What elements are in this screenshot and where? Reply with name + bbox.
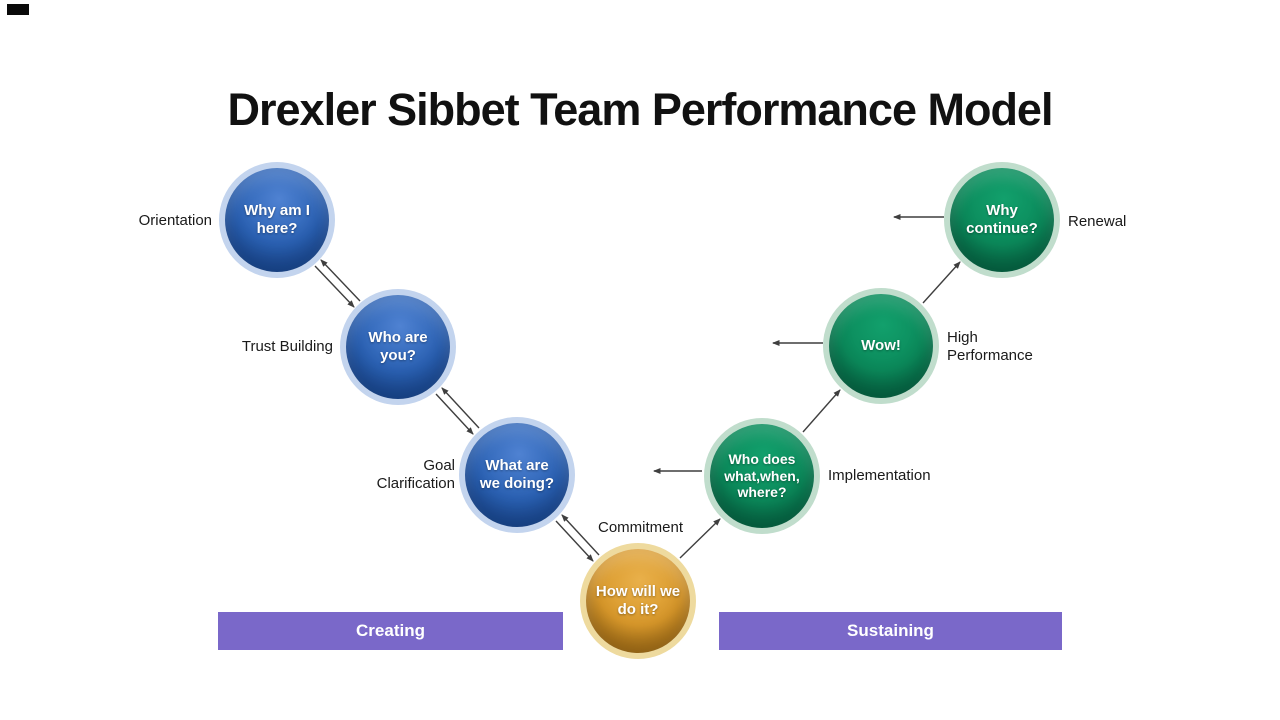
question-line: Why am I — [244, 201, 310, 219]
question-line: do it? — [617, 601, 659, 618]
stage-circle-goal-clarification: What are we doing? — [465, 423, 569, 527]
stage-circle-high-performance: Wow! — [829, 294, 933, 398]
phase-bar-sustaining: Sustaining — [719, 612, 1062, 650]
question-line: Why — [986, 201, 1018, 219]
up-arrow-highperformance-renewal — [922, 261, 961, 304]
stage-label-commitment: Commitment — [598, 519, 684, 536]
corner-mark — [7, 4, 29, 15]
phase-bar-creating: Creating — [218, 612, 563, 650]
stage-question: Wow! — [861, 337, 901, 355]
stage-label-orientation: Orientation — [138, 212, 212, 229]
stage-label-trust-building: Trust Building — [241, 338, 333, 355]
question-line: Who are — [368, 328, 428, 346]
stage-question: Who are you? — [368, 329, 427, 366]
two-way-arrow-orientation-trust — [314, 259, 361, 308]
up-arrow-commitment-implementation — [679, 518, 721, 559]
stage-question: Why am I here? — [244, 202, 310, 239]
stage-circle-orientation: Why am I here? — [225, 168, 329, 272]
question-line: Wow! — [861, 336, 901, 354]
stage-label-renewal: Renewal — [1068, 213, 1127, 230]
question-line: we doing? — [479, 475, 555, 492]
phase-bar-label: Sustaining — [847, 621, 934, 640]
stage-label-goal-clarification: Goal Clarification — [376, 457, 455, 492]
question-line: continue? — [966, 220, 1038, 237]
question-line: How will we — [595, 582, 681, 600]
two-way-arrow-goal-commitment — [555, 514, 600, 562]
phase-bar-label: Creating — [356, 621, 425, 640]
stage-circle-trust-building: Who are you? — [346, 295, 450, 399]
stage-label-high-performance: High Performance — [947, 329, 1033, 364]
stage-circle-commitment: How will we do it? — [586, 549, 690, 653]
page-title: Drexler Sibbet Team Performance Model — [227, 84, 1054, 136]
stage-label-implementation: Implementation — [828, 467, 931, 484]
question-line: What are — [485, 456, 549, 474]
question-line: where? — [737, 484, 787, 501]
stage-question: Why continue? — [966, 202, 1038, 239]
stage-circle-renewal: Why continue? — [950, 168, 1054, 272]
stage-circle-implementation: Who does what,when, where? — [710, 424, 814, 528]
up-arrow-implementation-highperformance — [802, 389, 841, 433]
question-line: what,when, — [724, 467, 800, 484]
stage-question: How will we do it? — [596, 583, 680, 620]
question-line: here? — [256, 220, 298, 237]
two-way-arrow-trust-goal — [435, 387, 480, 435]
question-line: Who does — [728, 451, 796, 468]
stage-question: Who does what,when, where? — [724, 451, 799, 501]
question-line: you? — [380, 347, 416, 364]
stage-question: What are we doing? — [480, 457, 554, 494]
